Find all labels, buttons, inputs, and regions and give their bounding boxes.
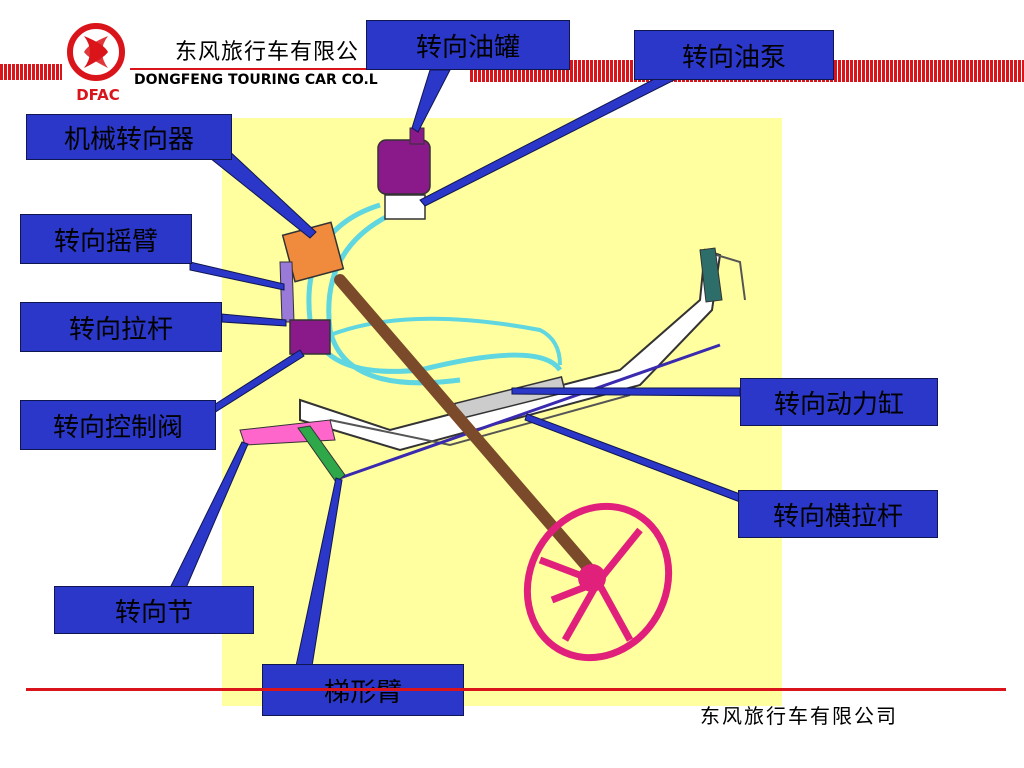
label-pitman-arm: 转向摇臂 <box>20 214 192 264</box>
label-drag-link: 转向拉杆 <box>20 302 222 352</box>
logo-text: DFAC <box>76 86 120 104</box>
header-rule <box>130 68 470 70</box>
leader-trapezoid-arm <box>295 477 343 667</box>
trapezoid-arm-shape <box>297 425 346 483</box>
leader-control-valve <box>205 349 305 419</box>
leader-drag-link <box>221 313 287 327</box>
dfac-logo-icon <box>67 23 125 81</box>
header-stripe-left <box>0 64 62 80</box>
steering-column-shape <box>334 274 596 576</box>
label-oil-tank: 转向油罐 <box>366 20 570 70</box>
footer-rule <box>26 688 1006 691</box>
label-tie-rod: 转向横拉杆 <box>738 490 938 538</box>
label-oil-pump: 转向油泵 <box>634 30 834 80</box>
label-steering-gear: 机械转向器 <box>26 114 232 160</box>
vehicle-frame <box>299 248 746 452</box>
leader-tie-rod <box>524 413 741 503</box>
leader-lines <box>169 69 741 667</box>
control-valve-shape <box>289 319 331 355</box>
header-company-name-en: DONGFENG TOURING CAR CO.L <box>134 72 378 88</box>
oil-pump-shape <box>384 194 426 220</box>
leader-steering-gear <box>209 147 317 239</box>
oil-tank-shape <box>377 127 431 195</box>
label-power-cylinder: 转向动力缸 <box>740 378 938 426</box>
pitman-arm-shape <box>279 261 295 323</box>
leader-power-cylinder <box>511 387 741 397</box>
hose-3 <box>298 316 562 366</box>
footer-company-name: 东风旅行车有限公司 <box>700 704 898 728</box>
leader-pitman-arm <box>189 261 285 291</box>
leader-oil-pump <box>419 71 691 207</box>
header-company-name-cn: 东风旅行车有限公 <box>175 40 360 65</box>
tie-rod-shape <box>339 343 721 480</box>
leader-oil-tank <box>411 69 451 133</box>
leader-knuckle <box>169 441 249 589</box>
label-control-valve: 转向控制阀 <box>20 400 216 450</box>
label-knuckle: 转向节 <box>54 586 254 634</box>
